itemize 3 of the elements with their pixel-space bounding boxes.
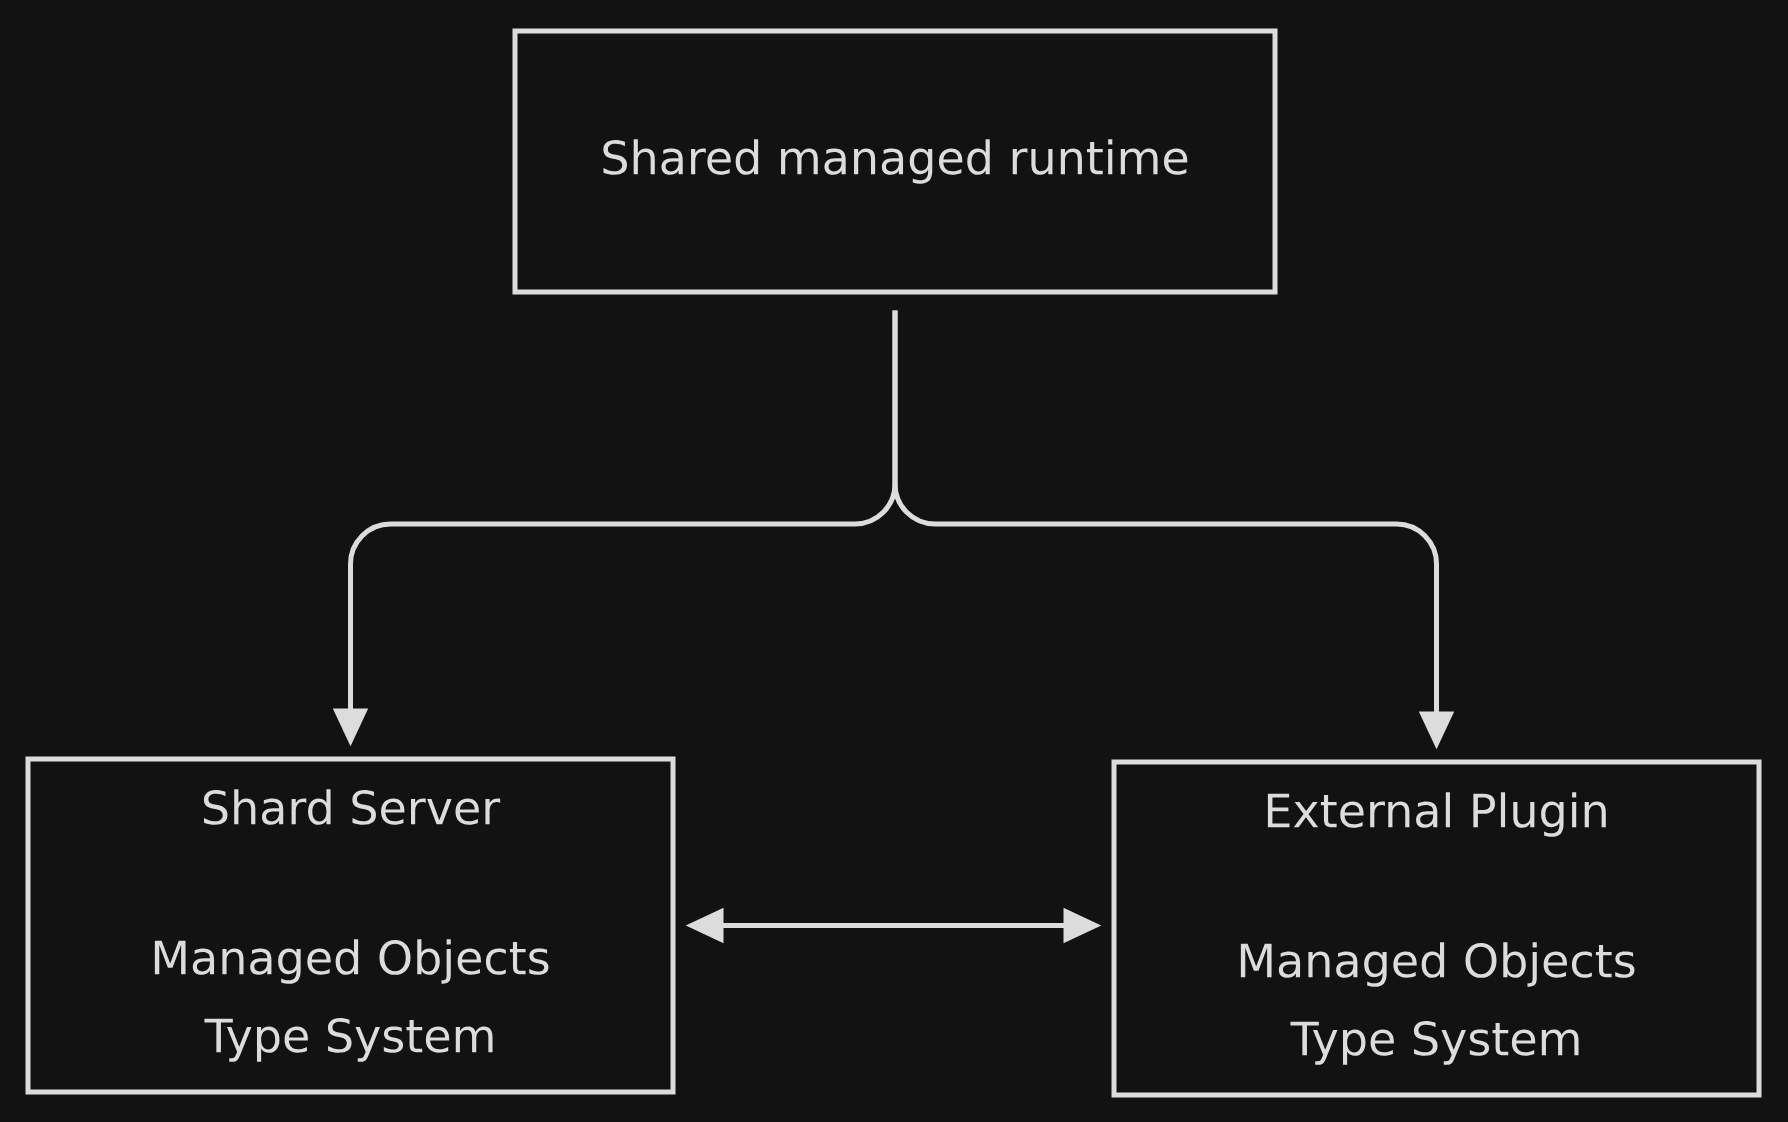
process-box: Shard Server Managed Objects Type System [25, 756, 676, 1095]
process-box: Shared managed runtime [512, 28, 1278, 295]
process-box: External Plugin Managed Objects Type System [1111, 759, 1762, 1098]
